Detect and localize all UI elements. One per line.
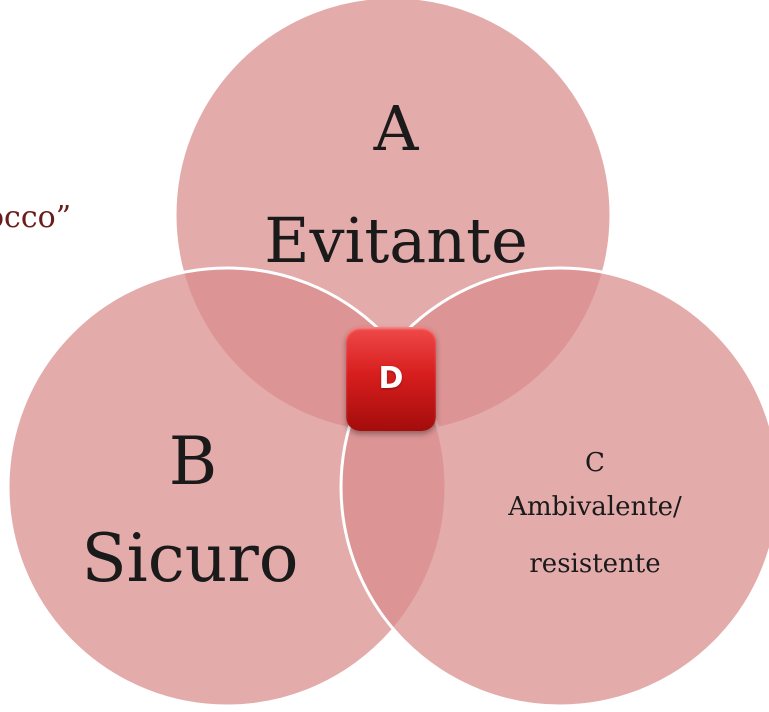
circle-a-name: Evitante: [264, 204, 528, 277]
circle-b-name: Sicuro: [81, 520, 298, 597]
center-badge-d: D: [346, 327, 436, 431]
circle-c-letter: C: [585, 448, 605, 478]
circle-c-name-line1: Ambivalente/: [507, 492, 682, 522]
cut-off-label: occo”: [0, 200, 72, 235]
circle-c-name-line2: resistente: [529, 549, 660, 579]
center-badge-label: D: [378, 361, 404, 396]
center-badge-box: [346, 327, 436, 431]
circle-b-letter: B: [169, 423, 218, 500]
circle-c: [339, 266, 769, 708]
circle-a-letter: A: [373, 92, 420, 165]
